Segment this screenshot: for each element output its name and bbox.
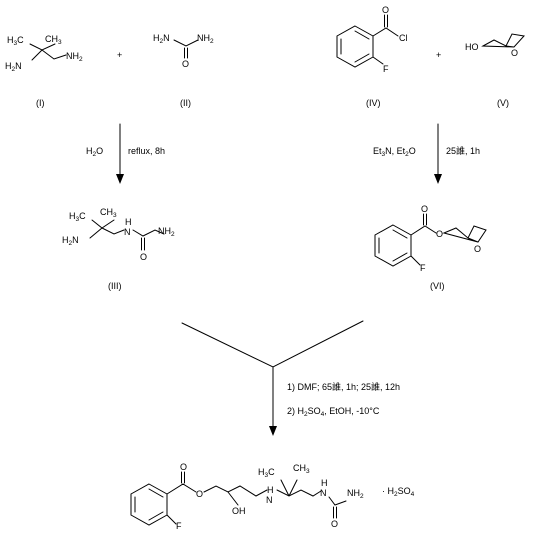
arrowhead — [434, 174, 442, 184]
compound-label-iii: (III) — [108, 281, 122, 291]
reaction-arrow-step1: H2O reflux, 8h — [86, 123, 165, 184]
bond — [410, 225, 487, 266]
bond — [29, 43, 67, 61]
reaction-conditions: reflux, 8h — [128, 146, 165, 156]
atom-nh-hydrogen: H — [267, 485, 274, 495]
double-bond — [384, 14, 388, 28]
compound-vi-structure: O O O F (VI) — [374, 204, 487, 291]
atom-methyl: CH3 — [45, 34, 62, 46]
converging-lines — [181, 320, 364, 433]
atom-oxygen: O — [140, 252, 147, 262]
compound-ii-structure: H2N NH2 O (II) — [153, 33, 214, 108]
atom-amine: H2N — [153, 33, 170, 45]
atom-nitrogen: N — [320, 488, 327, 498]
atom-amine: H2N — [62, 235, 79, 247]
aromatic-bond — [134, 488, 164, 521]
atom-nh-hydrogen: H — [321, 478, 328, 488]
atom-methyl: H3C — [258, 467, 275, 479]
atom-amine: NH2 — [158, 226, 175, 238]
atom-oxygen: O — [511, 48, 518, 58]
compound-iii-structure: H3C CH3 H2N H N NH2 O (III) — [62, 207, 175, 291]
atom-chlorine: Cl — [399, 33, 408, 43]
benzene-ring — [130, 483, 168, 526]
benzene-ring — [336, 25, 374, 68]
compound-label-ii: (II) — [180, 98, 191, 108]
aromatic-bond — [378, 229, 408, 262]
atom-oxygen: O — [182, 59, 189, 69]
atom-methyl: H3C — [7, 35, 24, 47]
compound-v-structure: HO O (V) — [465, 33, 525, 108]
atom-oxygen: O — [331, 519, 338, 529]
compound-label-v: (V) — [497, 98, 509, 108]
reaction-conditions-line2: 2) H2SO4, EtOH, -10°C — [287, 406, 380, 418]
arrowhead — [269, 426, 277, 436]
compound-iv-structure: O Cl F (IV) — [336, 5, 408, 108]
double-bond — [181, 471, 337, 519]
arrowhead — [116, 174, 124, 184]
atom-hydroxyl: HO — [465, 42, 479, 52]
reaction-arrow-step2: Et3N, Et2O 25誰, 1h — [373, 123, 480, 184]
final-product-structure: O O OH H N H3C CH3 H N NH2 O F · H2SO4 — [130, 462, 415, 531]
atom-amine: NH2 — [347, 488, 364, 500]
atom-oxygen: O — [196, 489, 203, 499]
atom-oxygen: O — [436, 229, 443, 239]
double-bond — [184, 47, 188, 59]
atom-oxygen: O — [382, 5, 389, 15]
atom-amine: NH2 — [66, 51, 83, 63]
atom-methyl: CH3 — [293, 463, 310, 475]
compound-label-i: (I) — [36, 98, 45, 108]
benzene-ring — [374, 224, 412, 267]
atom-fluorine: F — [420, 263, 426, 273]
atom-nitrogen: N — [266, 495, 273, 505]
sulfate-salt: · H2SO4 — [382, 486, 415, 498]
double-bond — [423, 213, 427, 226]
bond — [173, 39, 199, 47]
compound-i-structure: H3C CH3 H2N NH2 (I) — [5, 34, 83, 108]
atom-methyl: CH3 — [100, 207, 117, 219]
atom-methyl: H3C — [69, 211, 86, 223]
atom-fluorine: F — [383, 64, 389, 74]
bond — [89, 219, 165, 239]
reagent-water: H2O — [86, 146, 103, 158]
atom-nitrogen: N — [124, 227, 131, 237]
reaction-arrow-step3: 1) DMF; 65誰, 1h; 25誰, 12h 2) H2SO4, EtOH… — [181, 320, 400, 436]
reagent-base: Et3N, Et2O — [373, 146, 416, 158]
double-bond — [141, 237, 145, 251]
atom-nh-hydrogen: H — [125, 217, 132, 227]
compound-label-vi: (VI) — [430, 281, 445, 291]
reaction-conditions: 25誰, 1h — [446, 145, 480, 156]
atom-amine: NH2 — [197, 33, 214, 45]
atom-oxygen: O — [474, 244, 481, 254]
bond — [481, 33, 525, 48]
aromatic-bond — [340, 30, 370, 63]
compound-label-iv: (IV) — [366, 98, 381, 108]
atom-oxygen: O — [421, 204, 428, 214]
reaction-conditions-line1: 1) DMF; 65誰, 1h; 25誰, 12h — [287, 381, 400, 392]
atom-hydroxyl: OH — [232, 506, 246, 516]
bond — [372, 27, 399, 65]
atom-fluorine: F — [176, 521, 182, 531]
plus-sign: + — [117, 50, 122, 60]
bond — [166, 479, 347, 525]
atom-amine: H2N — [5, 61, 22, 73]
atom-oxygen: O — [180, 462, 187, 472]
plus-sign: + — [436, 50, 441, 60]
